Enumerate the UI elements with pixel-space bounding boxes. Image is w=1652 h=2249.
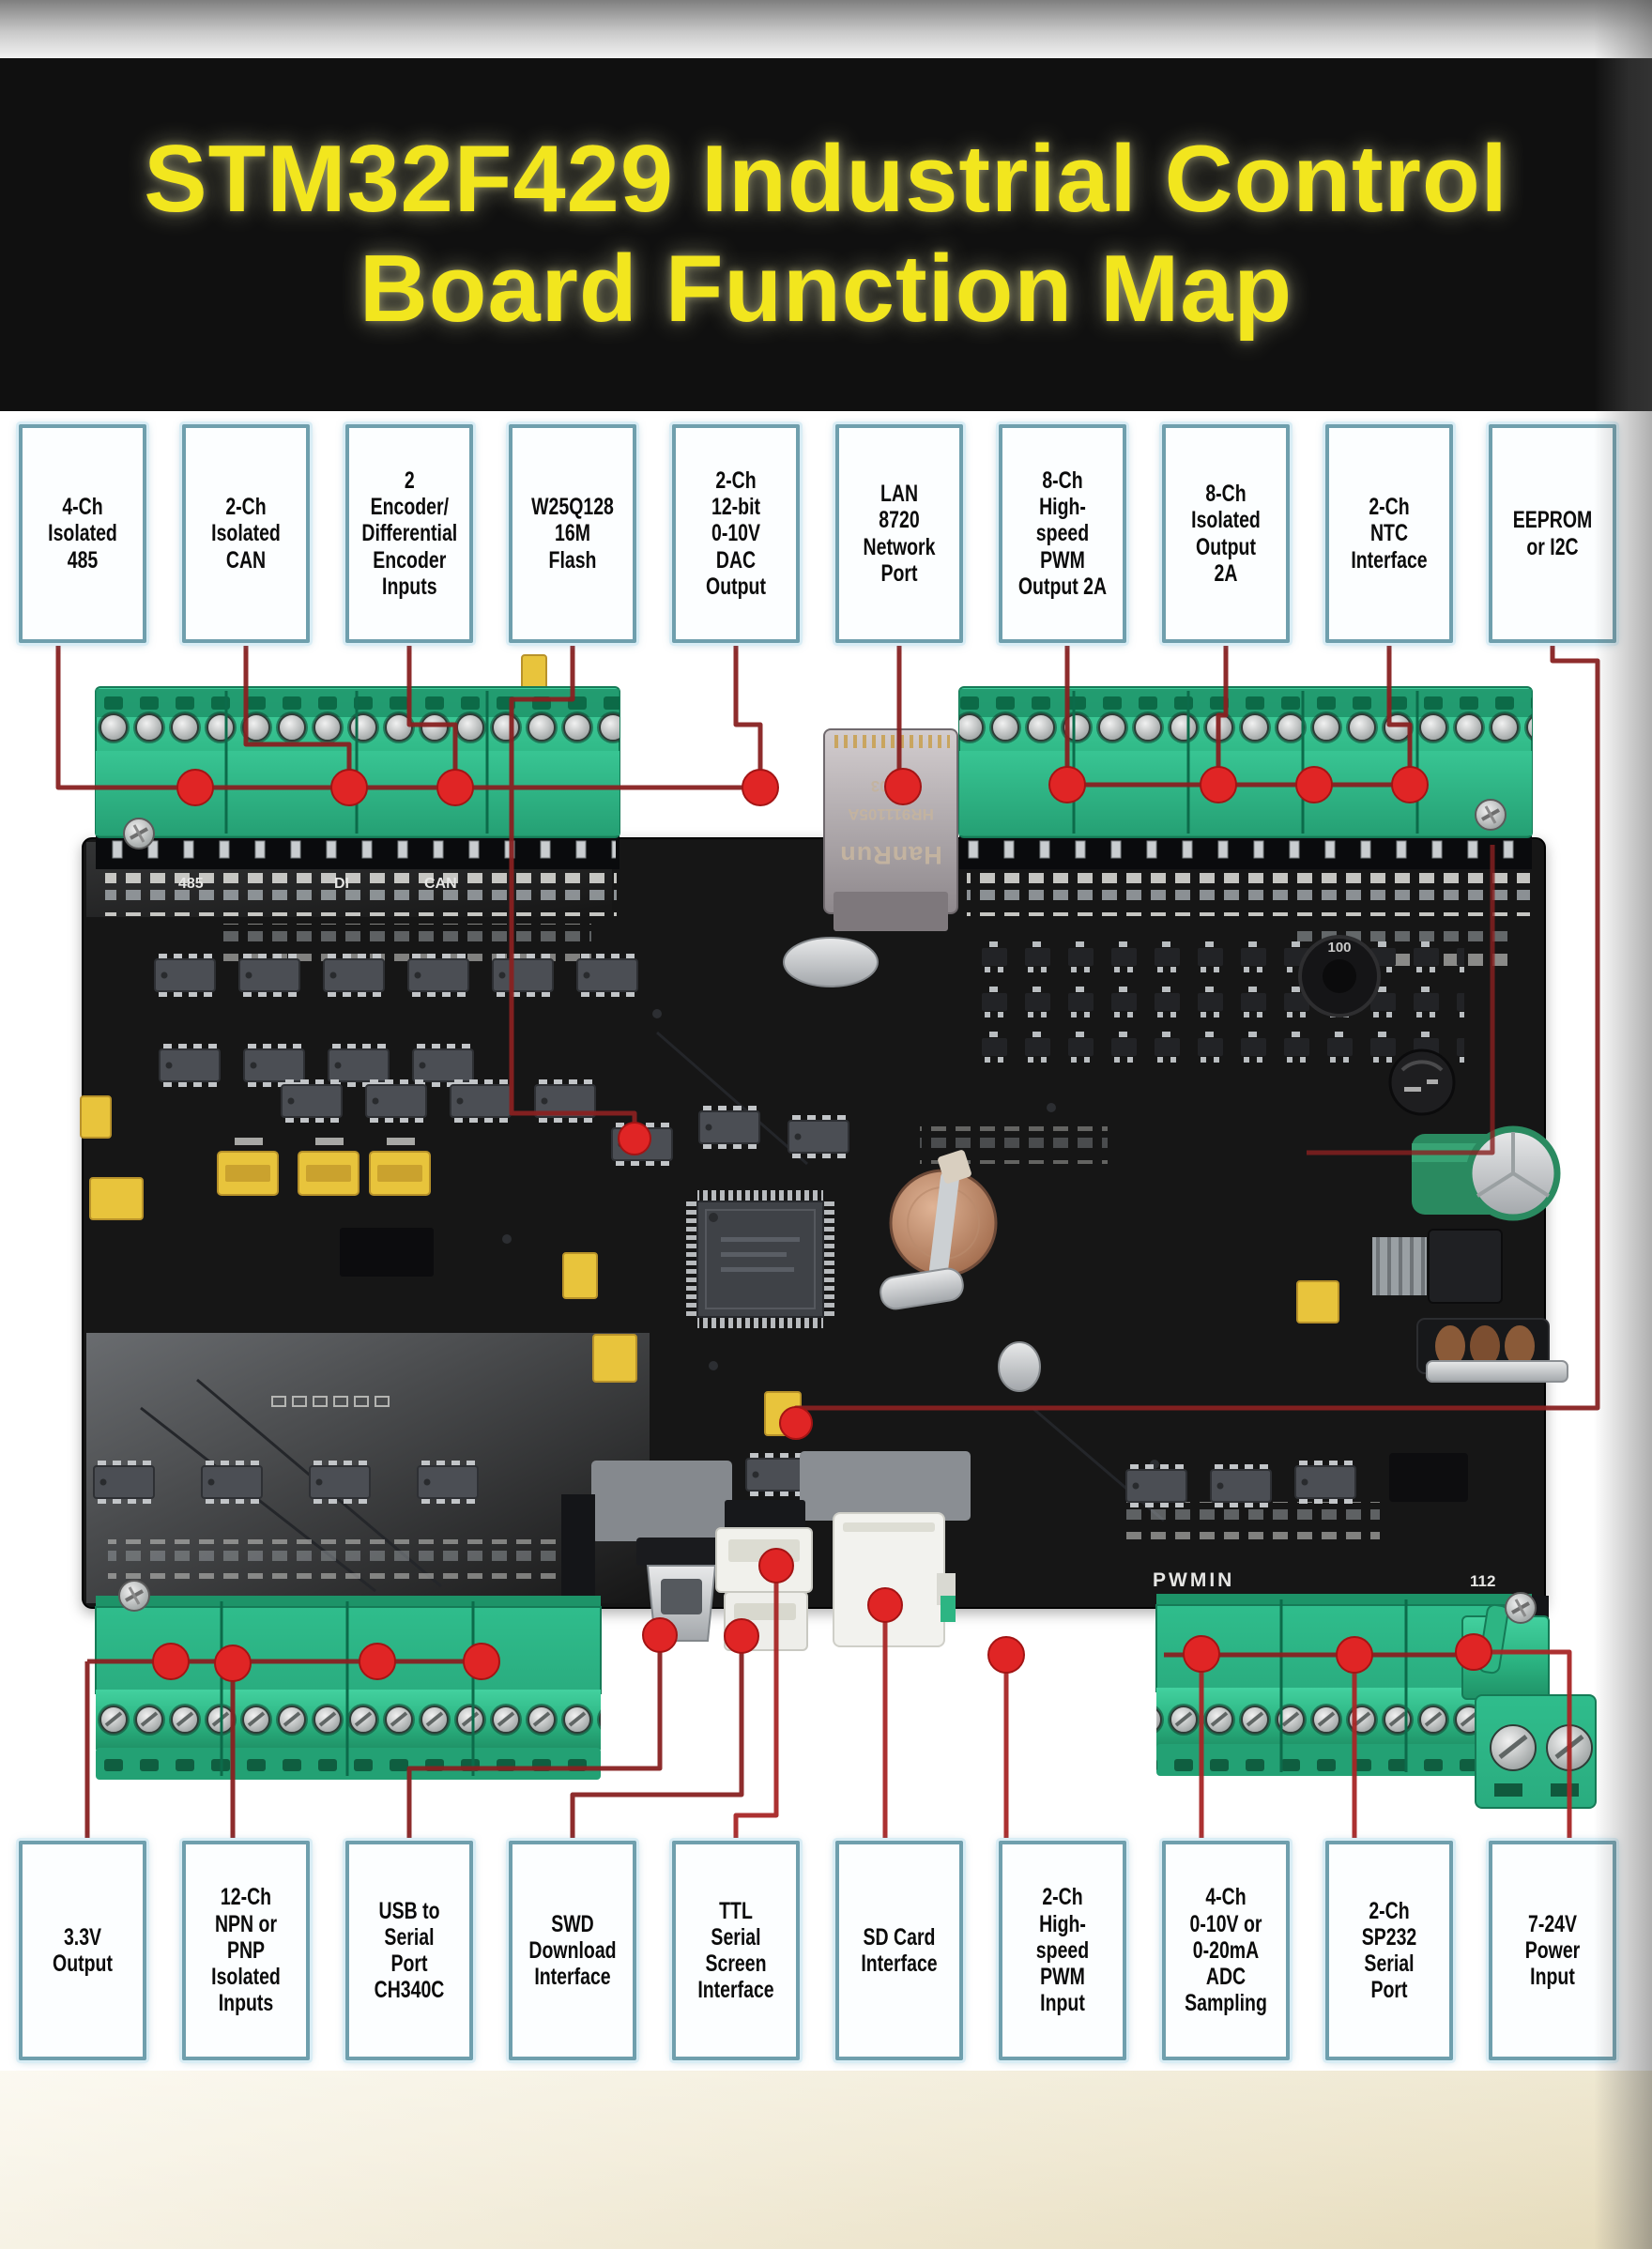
connector-dot <box>1048 766 1086 803</box>
connector-dot <box>724 1618 759 1654</box>
output-driver-grid <box>974 937 1464 1076</box>
connector-dot <box>758 1548 794 1583</box>
small-electrolytic-capacitor <box>1388 1048 1456 1116</box>
connector-lines <box>55 643 1600 1841</box>
connector-dot <box>1183 1635 1220 1673</box>
title-band: STM32F429 Industrial Control Board Funct… <box>0 58 1652 411</box>
terminal-block-top-left <box>95 686 620 869</box>
connector-dot <box>618 1122 651 1155</box>
callout-eeprom: EEPROM or I2C <box>1489 424 1616 643</box>
connector-dot <box>330 769 368 806</box>
svg-text:112: 112 <box>1470 1572 1495 1590</box>
callout-adc: 4-Ch 0-10V or 0-20mA ADC Sampling <box>1162 1841 1290 2060</box>
top-gray-strip <box>0 0 1652 58</box>
connector-dot <box>884 768 922 805</box>
svg-text:CAN: CAN <box>424 876 457 892</box>
connector-dot <box>987 1636 1025 1674</box>
bottom-cream-band <box>0 2071 1652 2249</box>
terminal-block-top-right <box>958 686 1533 869</box>
connector-dot <box>642 1617 678 1653</box>
callout-power: 7-24V Power Input <box>1489 1841 1616 2060</box>
smd-resistor-rows <box>105 873 1530 1579</box>
callout-pwm-input: 2-Ch High- speed PWM Input <box>999 1841 1126 2060</box>
callout-sd-card: SD Card Interface <box>835 1841 963 2060</box>
power-inductor: 100 <box>1298 935 1381 1017</box>
silkscreen-outlines <box>271 1396 390 1407</box>
crystal-oscillator <box>783 937 1041 1392</box>
callout-dac: 2-Ch 12-bit 0-10V DAC Output <box>672 424 800 643</box>
connector-dot <box>742 769 779 806</box>
callout-usb-serial: USB to Serial Port CH340C <box>345 1841 473 2060</box>
callout-lan: LAN 8720 Network Port <box>835 424 963 643</box>
connector-dot <box>1295 766 1333 803</box>
callout-swd: SWD Download Interface <box>509 1841 636 2060</box>
callout-inputs: 12-Ch NPN or PNP Isolated Inputs <box>182 1841 310 2060</box>
callout-pwm-output: 8-Ch High- speed PWM Output 2A <box>999 424 1126 643</box>
svg-text:485: 485 <box>178 876 204 892</box>
callout-sp232: 2-Ch SP232 Serial Port <box>1325 1841 1453 2060</box>
sd-card-slot <box>833 1512 956 1647</box>
silkscreen-labels: 485 DI CAN PWMIN 112 <box>178 876 1495 1591</box>
svg-text:HR911105A: HR911105A <box>848 805 934 823</box>
page-title-line1: STM32F429 Industrial Control <box>144 126 1508 232</box>
callout-can: 2-Ch Isolated CAN <box>182 424 310 643</box>
callout-encoder: 2 Encoder/ Differential Encoder Inputs <box>345 424 473 643</box>
svg-text:PWMIN: PWMIN <box>1153 1569 1234 1591</box>
connector-dot <box>176 769 214 806</box>
callout-isolated-out: 8-Ch Isolated Output 2A <box>1162 424 1290 643</box>
connector-dot <box>867 1587 903 1623</box>
connector-dot <box>214 1645 252 1682</box>
mcu-chip <box>686 1190 834 1328</box>
connector-dot <box>1336 1636 1373 1674</box>
svg-text:HanRun: HanRun <box>839 841 942 869</box>
connector-dot <box>436 769 474 806</box>
connector-dot <box>152 1643 190 1680</box>
fuses-and-jumpers <box>80 654 1339 1436</box>
dcdc-module <box>340 1228 434 1277</box>
svg-text:DI: DI <box>334 876 349 892</box>
connector-dots <box>152 766 1492 1682</box>
buck-regulator <box>1372 1229 1503 1304</box>
bottom-connector-cluster <box>561 1451 971 1599</box>
connector-dot <box>1455 1633 1492 1671</box>
connector-dot <box>463 1643 500 1680</box>
connector-dot <box>1391 766 1429 803</box>
callout-flash: W25Q128 16M Flash <box>509 424 636 643</box>
callout-485: 4-Ch Isolated 485 <box>19 424 146 643</box>
callout-3v3: 3.3V Output <box>19 1841 146 2060</box>
terminal-block-bottom-left <box>95 1596 602 1780</box>
connector-dot <box>779 1406 813 1440</box>
coin-battery <box>880 1150 998 1310</box>
callout-ttl-screen: TTL Serial Screen Interface <box>672 1841 800 2060</box>
pulse-transformer <box>1389 1318 1568 1502</box>
page-title-line2: Board Function Map <box>359 237 1293 342</box>
svg-text:100: 100 <box>1327 940 1351 956</box>
connector-dot <box>1200 766 1237 803</box>
connector-dot <box>359 1643 396 1680</box>
callout-ntc: 2-Ch NTC Interface <box>1325 424 1453 643</box>
